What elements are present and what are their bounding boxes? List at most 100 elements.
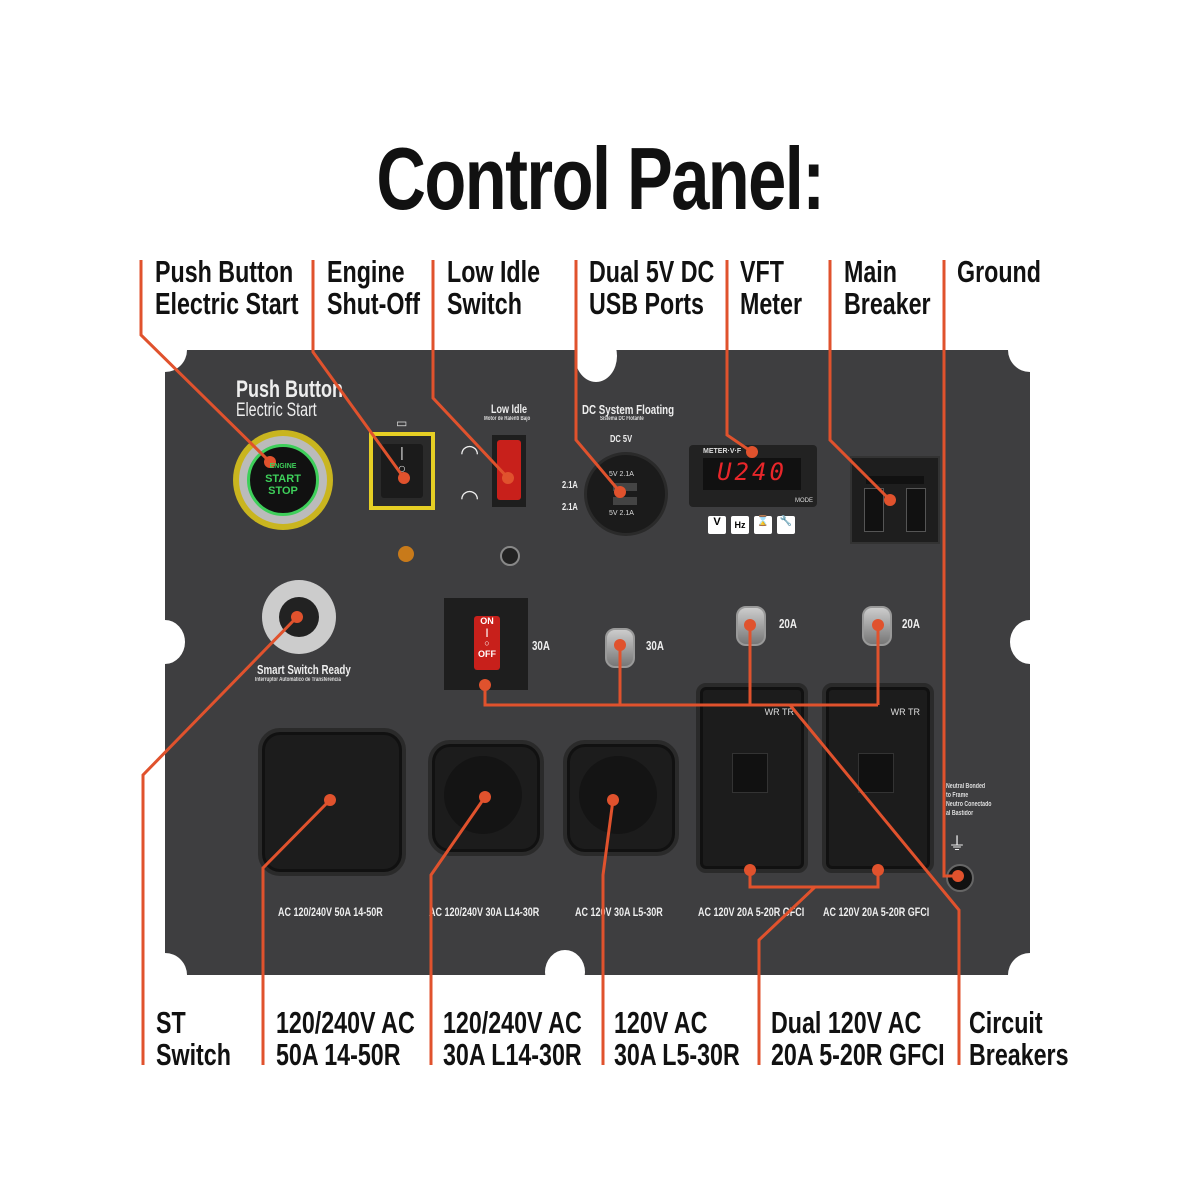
leader-line xyxy=(311,260,406,479)
breaker-rating: 20A xyxy=(902,616,920,631)
usb-port-rating: 5V 2.1A xyxy=(609,471,634,478)
leader-dot xyxy=(872,864,884,876)
meter-display: U240 xyxy=(703,458,801,490)
push-button-title: Push Button xyxy=(236,376,343,403)
receptacle-l5-30r[interactable] xyxy=(563,740,679,856)
meter-mode-icons: V Hz ⌛ 🔧 xyxy=(708,516,795,534)
leader-dot xyxy=(884,494,896,506)
battery-icon: ▭ xyxy=(396,416,408,430)
neutral-line: al Bastidor xyxy=(946,810,974,817)
neutral-line: Neutral Bonded xyxy=(946,783,986,790)
leader-line xyxy=(788,704,961,1065)
receptacle-label: AC 120/240V 50A 14-50R xyxy=(278,905,383,919)
receptacle-label: AC 120V 30A L5-30R xyxy=(575,905,663,919)
ground-symbol-icon: ⏚ xyxy=(948,834,966,854)
receptacle-gfci-1[interactable]: WR TR xyxy=(696,683,808,873)
leader-dot xyxy=(479,679,491,691)
leader-line xyxy=(429,796,487,1065)
gauge-low-icon: ◠ xyxy=(460,440,480,465)
leader-dot xyxy=(479,791,491,803)
panel-notch xyxy=(575,330,617,382)
leader-line xyxy=(601,799,615,1065)
hz-icon: Hz xyxy=(731,516,749,534)
low-idle-title: Low Idle xyxy=(491,402,527,416)
panel-notch xyxy=(1010,620,1050,664)
meter-mode-button[interactable]: MODE xyxy=(795,498,813,504)
callout-line: Meter xyxy=(740,286,803,321)
page-title: Control Panel: xyxy=(376,129,825,228)
callout-ground: Ground xyxy=(957,256,1041,288)
callout-line: 30A L14-30R xyxy=(443,1037,582,1072)
callout-line: Engine xyxy=(327,254,405,289)
rocker-off-label: OFF xyxy=(478,649,496,659)
leader-line xyxy=(483,685,878,707)
gfci-test-button[interactable] xyxy=(858,753,894,793)
receptacle-label: AC 120V 20A 5-20R GFCI xyxy=(823,905,930,919)
panel-corner xyxy=(1008,953,1030,975)
usb-port[interactable] xyxy=(613,497,637,505)
panel-notch xyxy=(145,620,185,664)
leader-dot xyxy=(614,486,626,498)
callout-line: Circuit xyxy=(969,1005,1043,1040)
dc-voltage-label: DC 5V xyxy=(610,434,633,445)
leader-dot xyxy=(952,870,964,882)
usb-rating: 2.1A xyxy=(562,480,578,491)
callout-line: Push Button xyxy=(155,254,294,289)
leader-line xyxy=(725,260,753,454)
indicator-light xyxy=(398,546,414,562)
start-button-engine: ENGINE xyxy=(269,463,297,470)
start-button-stop: STOP xyxy=(268,485,298,497)
push-button-subtitle: Electric Start xyxy=(236,400,317,421)
receptacle-14-50r[interactable] xyxy=(258,728,406,876)
callout-line: VFT xyxy=(740,254,784,289)
gfci-test-button[interactable] xyxy=(732,753,768,793)
low-idle-switch[interactable] xyxy=(492,435,526,507)
leader-line xyxy=(139,260,272,464)
hourglass-icon: ⌛ xyxy=(754,516,772,534)
neutral-bonded-note: Neutral Bonded to Frame Neutro Conectado… xyxy=(946,782,1007,818)
callout-line: Breaker xyxy=(844,286,931,321)
meter-label: METER·V·F xyxy=(703,448,742,455)
leader-dot xyxy=(502,472,514,484)
start-button-start: START xyxy=(265,473,301,485)
callout-line: Dual 5V DC xyxy=(589,254,715,289)
30a-breaker-switch[interactable]: ON|○OFF xyxy=(444,598,528,690)
receptacle-label: AC 120V 20A 5-20R GFCI xyxy=(698,905,805,919)
leader-line xyxy=(757,885,817,1065)
callout-line: Ground xyxy=(957,254,1041,289)
callout-line: 120/240V AC xyxy=(276,1005,415,1040)
dc-system-title: DC System Floating xyxy=(582,402,675,417)
charge-port[interactable] xyxy=(500,546,520,566)
receptacle-label: AC 120/240V 30A L14-30R xyxy=(429,905,540,919)
leader-line xyxy=(141,615,299,1065)
rocker-on-label: ON xyxy=(480,616,494,626)
callout-line: ST xyxy=(156,1005,186,1040)
callout-line: 120V AC xyxy=(614,1005,708,1040)
volt-icon: V xyxy=(708,516,726,534)
leader-line xyxy=(574,260,622,493)
start-stop-button[interactable]: ENGINE START STOP xyxy=(233,430,333,530)
callout-line: Breakers xyxy=(969,1037,1069,1072)
leader-line xyxy=(942,260,958,878)
callout-line: Electric Start xyxy=(155,286,299,321)
usb-rating: 2.1A xyxy=(562,502,578,513)
callout-line: USB Ports xyxy=(589,286,704,321)
usb-port[interactable] xyxy=(613,483,637,491)
leader-line xyxy=(261,798,332,1065)
dc-system-subtitle: Sistema DC Flotante xyxy=(600,416,644,422)
callout-line: 20A 5-20R GFCI xyxy=(771,1037,945,1072)
leader-dot xyxy=(744,864,756,876)
callout-line: 120/240V AC xyxy=(443,1005,582,1040)
callout-line: 50A 14-50R xyxy=(276,1037,401,1072)
smart-switch-subtitle: Interruptor Automático de Transferencia xyxy=(255,677,341,683)
